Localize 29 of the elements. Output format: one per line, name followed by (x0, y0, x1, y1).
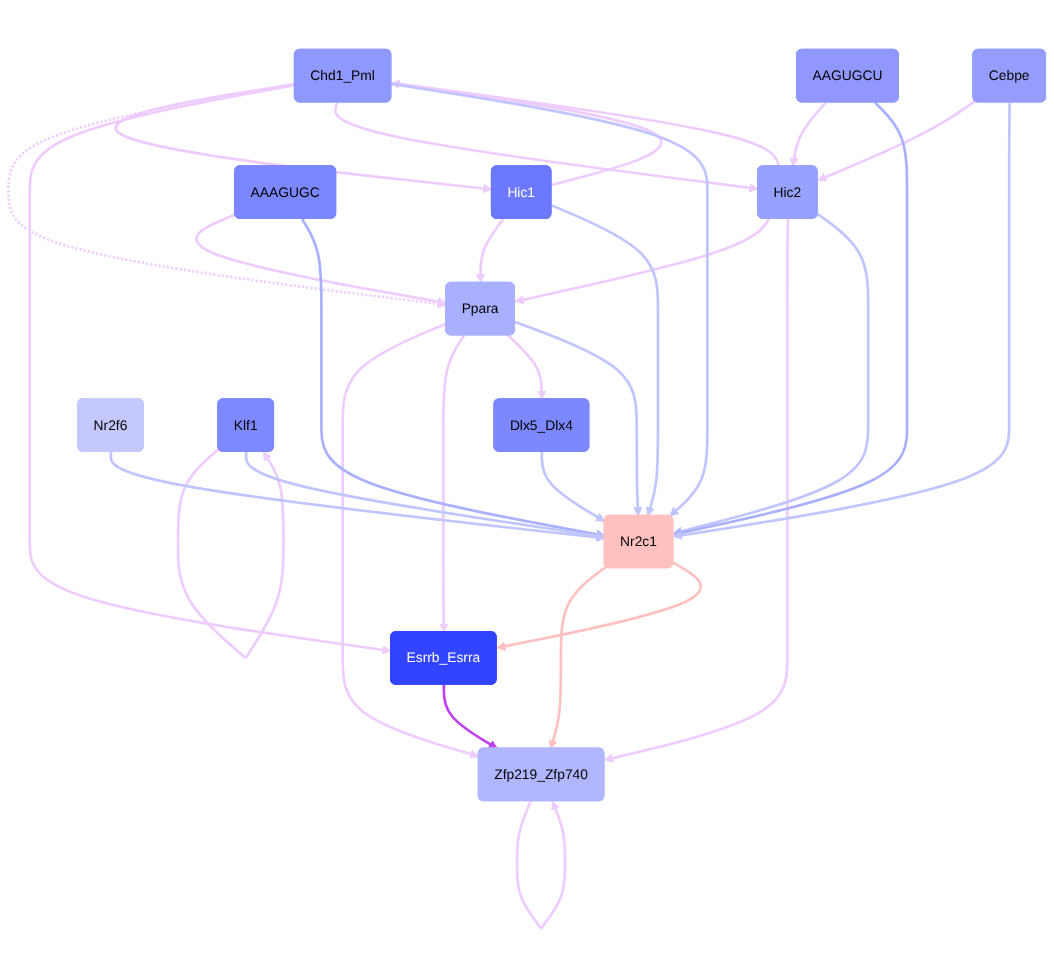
arrow (195, 213, 447, 307)
arrow (540, 451, 606, 522)
arrow (28, 83, 392, 655)
arrow (334, 102, 759, 193)
arrow (475, 218, 505, 284)
arrow (7, 83, 447, 309)
arrow (300, 218, 606, 539)
arrow (673, 213, 870, 536)
arrow (496, 561, 702, 651)
arrow (673, 101, 909, 538)
arrow (673, 102, 1012, 540)
arrow (115, 82, 493, 194)
arrow (176, 448, 285, 659)
arrow (390, 79, 781, 167)
arrow (551, 204, 660, 517)
arrow (439, 334, 466, 633)
arrow (442, 684, 498, 750)
arrow (514, 320, 643, 517)
arrow (341, 322, 480, 759)
arrow (817, 100, 976, 182)
arrow (109, 451, 606, 542)
arrow (515, 800, 567, 930)
arrow (391, 82, 709, 517)
arrow (604, 218, 790, 763)
arrow (244, 451, 606, 541)
arrow (789, 101, 827, 167)
arrow (507, 334, 547, 400)
arrow (548, 565, 607, 750)
arrow (514, 218, 771, 305)
